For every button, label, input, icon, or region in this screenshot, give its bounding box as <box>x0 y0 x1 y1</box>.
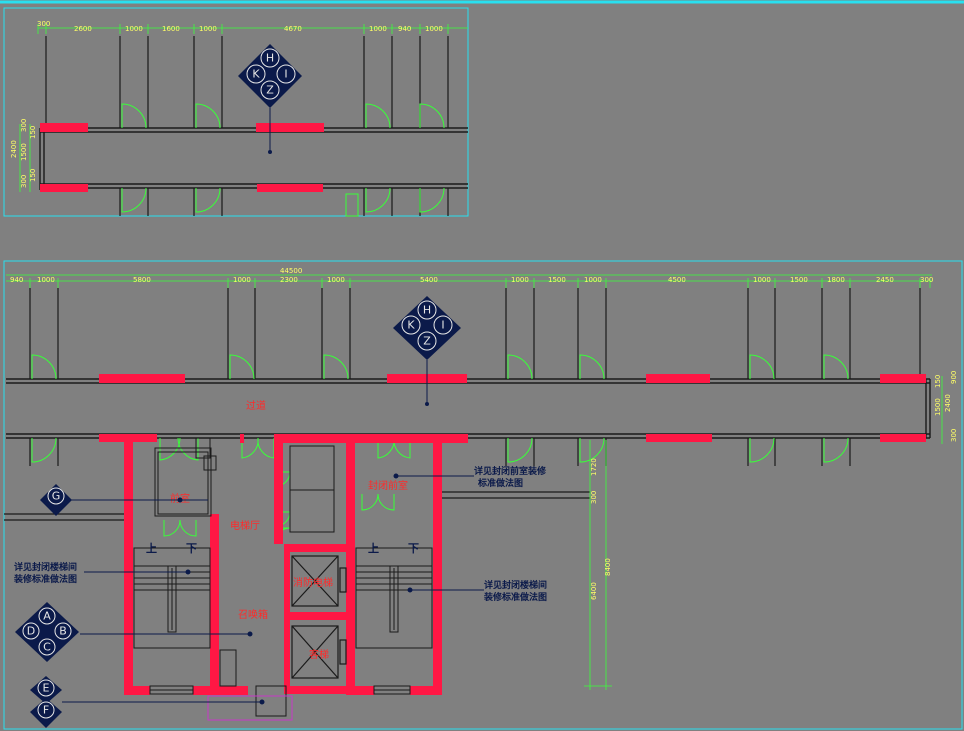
sealed-front-room-note-line1: 详见封闭前室装修 <box>474 465 547 477</box>
main-dim-5: 2300 <box>280 276 298 284</box>
symbol-f-letter: F <box>43 704 49 717</box>
main-dim-7: 5400 <box>420 276 438 284</box>
symbol-abcd-right: B <box>59 625 67 638</box>
main-rdim-2: 150 <box>934 375 942 388</box>
main-dim-6: 1000 <box>327 276 345 284</box>
stair-note-left-line2: 装修标准做法图 <box>13 573 77 585</box>
top-dim-9: 1000 <box>425 25 443 33</box>
main-dim-15: 2450 <box>876 276 894 284</box>
main-index-letter-left: K <box>407 319 415 332</box>
main-dim-4: 1000 <box>233 276 251 284</box>
main-rdim-5: 300 <box>950 429 958 442</box>
symbol-abcd-top: A <box>43 610 51 623</box>
symbol-e: E <box>30 676 62 704</box>
main-rdim-3: 1500 <box>934 398 942 416</box>
main-dim-16: 300 <box>920 276 933 284</box>
symbol-g-letter: G <box>52 490 61 503</box>
main-dim-11: 4500 <box>668 276 686 284</box>
top-vdim-1: 2400 <box>10 140 18 158</box>
top-dim-5: 1000 <box>199 25 217 33</box>
top-vdim-2: 300 <box>20 119 28 132</box>
room-elevator-hall: 电梯厅 <box>230 519 260 532</box>
symbol-e-letter: E <box>43 682 50 695</box>
top-vdim-6: 300 <box>20 175 28 188</box>
top-vdim-3: 150 <box>29 126 37 139</box>
sealed-front-room-note-line2: 标准做法图 <box>477 477 523 489</box>
core-vdim-2: 300 <box>590 491 598 504</box>
main-dim-14: 1800 <box>827 276 845 284</box>
stair-left-down: 下 <box>186 542 197 555</box>
room-call-box: 召唤箱 <box>238 608 268 621</box>
symbol-index-abcd: A D B C <box>15 602 79 662</box>
main-dim-9: 1500 <box>548 276 566 284</box>
main-dim-13: 1500 <box>790 276 808 284</box>
top-vdim-5: 150 <box>29 169 37 182</box>
top-dim-7: 1000 <box>369 25 387 33</box>
main-index-letter-bottom: Z <box>423 335 431 348</box>
main-total-dim: 44500 <box>280 267 302 275</box>
top-plan: 300 2600 1000 1600 1000 4670 1000 940 10… <box>10 20 468 217</box>
symbol-abcd-left: D <box>27 625 35 638</box>
top-viewport-frame <box>3 7 469 217</box>
symbol-f: F <box>30 698 62 728</box>
main-rdim-1: 900 <box>950 371 958 384</box>
symbol-g: G <box>40 484 72 516</box>
top-index-letter-bottom: Z <box>266 84 274 97</box>
main-plan: 44500 940 1000 5800 1000 2300 1000 5400 … <box>4 267 958 728</box>
core-vdim-4: 6400 <box>590 582 598 600</box>
core-vdim-1: 1720 <box>590 458 598 476</box>
top-index-symbol: H K I Z <box>238 44 302 154</box>
top-dim-4: 1600 <box>162 25 180 33</box>
stair-note-left-line1: 详见封闭楼梯间 <box>14 561 77 573</box>
top-vdim-4: 1500 <box>20 143 28 161</box>
stair-note-right-line2: 装修标准做法图 <box>483 591 547 603</box>
top-index-letter-right: I <box>284 68 287 81</box>
room-fire-elevator: 消防电梯 <box>293 576 333 589</box>
top-dim-1: 300 <box>37 20 50 28</box>
main-dim-2: 1000 <box>37 276 55 284</box>
main-dim-12: 1000 <box>753 276 771 284</box>
symbol-abcd-bottom: C <box>43 641 51 654</box>
main-dim-1: 940 <box>10 276 23 284</box>
main-index-symbol: H K I Z <box>393 296 461 406</box>
top-dim-2: 2600 <box>74 25 92 33</box>
main-dim-10: 1000 <box>584 276 602 284</box>
room-corridor: 过道 <box>246 399 266 412</box>
main-index-letter-top: H <box>423 304 431 317</box>
top-dim-3: 1000 <box>125 25 143 33</box>
top-dim-8: 940 <box>398 25 411 33</box>
core-vdim-3: 8400 <box>604 558 612 576</box>
main-index-letter-right: I <box>441 319 444 332</box>
room-elevator: 客梯 <box>309 648 329 661</box>
stair-right-down: 下 <box>408 542 419 555</box>
main-dim-3: 5800 <box>133 276 151 284</box>
room-sealed-front-room: 封闭前室 <box>368 479 408 492</box>
main-rdim-4: 2400 <box>944 394 952 412</box>
top-index-letter-top: H <box>266 52 274 65</box>
top-index-letter-left: K <box>252 68 260 81</box>
stair-left-up: 上 <box>146 541 157 555</box>
stair-right-up: 上 <box>368 541 379 555</box>
top-dim-6: 4670 <box>284 25 302 33</box>
stair-note-right-line1: 详见封闭楼梯间 <box>484 579 547 591</box>
main-viewport-frame <box>3 260 963 730</box>
main-dim-8: 1000 <box>511 276 529 284</box>
